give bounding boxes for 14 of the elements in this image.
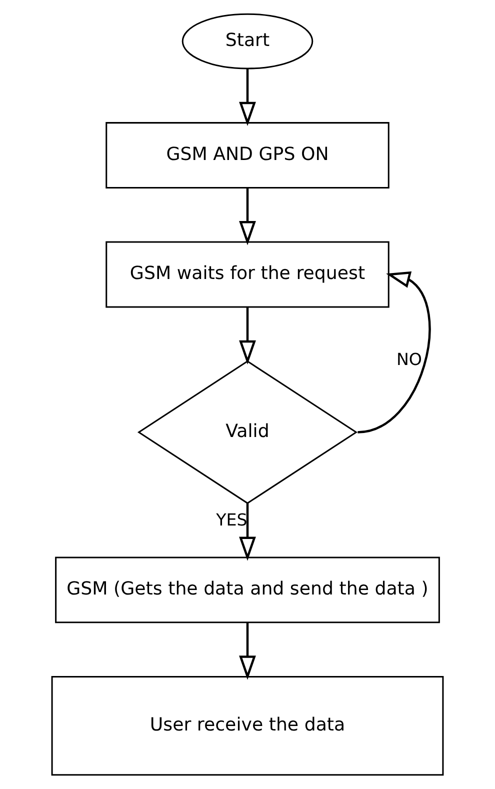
edge-label: NO: [396, 350, 422, 370]
arrow: [239, 503, 256, 561]
node-diamond: Valid: [137, 360, 358, 504]
arrow: [239, 68, 256, 126]
node-box: User receive the data: [51, 676, 444, 776]
node-ellipse: Start: [182, 13, 314, 70]
arrow: [358, 271, 431, 434]
node-box: GSM AND GPS ON: [106, 122, 390, 188]
arrow: [239, 622, 256, 680]
arrow: [239, 307, 256, 365]
edge-label: YES: [216, 510, 248, 530]
arrow: [239, 188, 256, 246]
node-box: GSM waits for the request: [106, 241, 390, 308]
node-box: GSM (Gets the data and send the data ): [55, 556, 440, 624]
